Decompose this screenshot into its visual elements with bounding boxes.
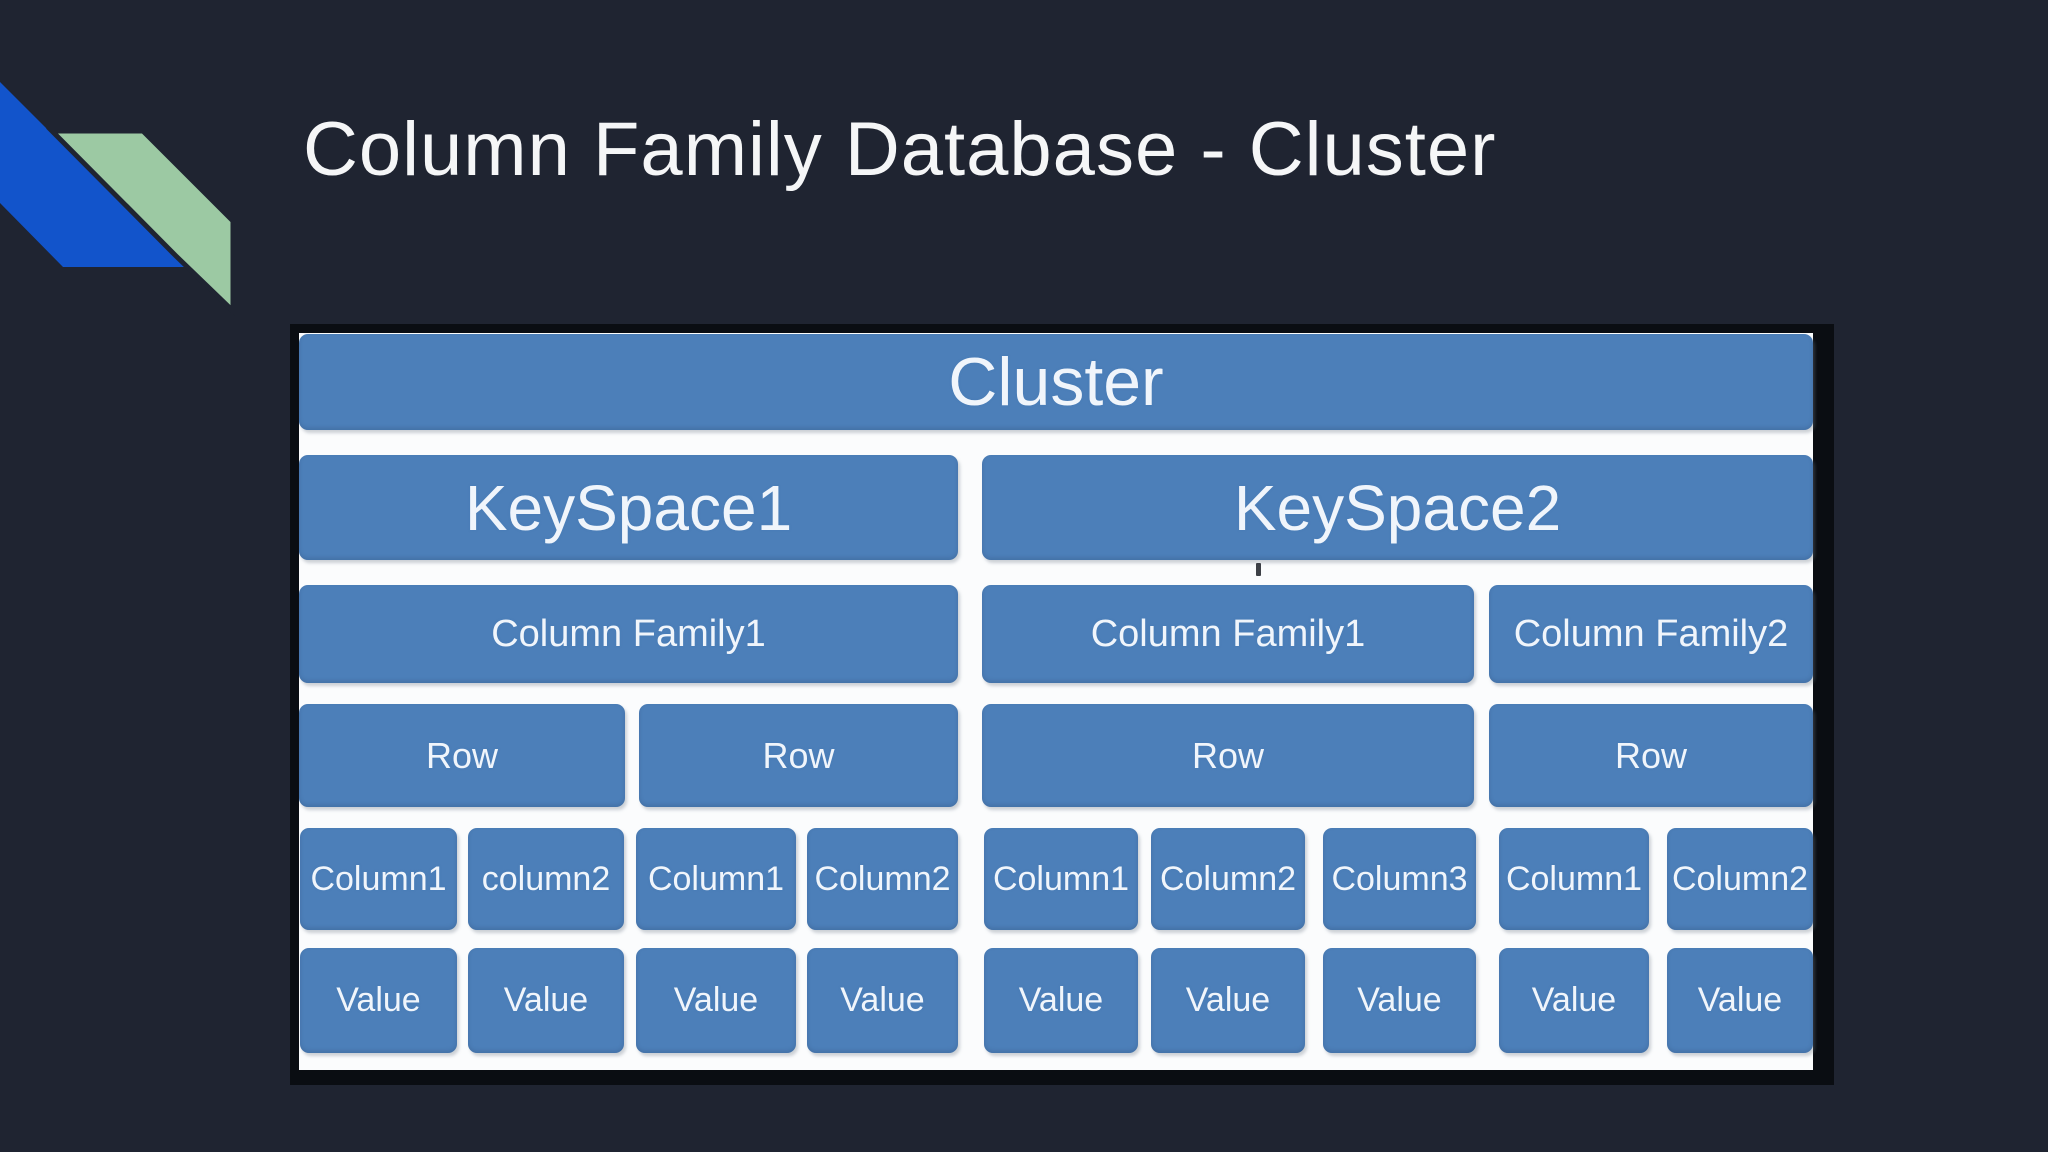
- value-box: Value: [636, 948, 796, 1053]
- row-box: Row: [299, 704, 625, 807]
- row-box: Row: [639, 704, 958, 807]
- column-family-box: Column Family2: [1489, 585, 1813, 683]
- corner-ribbon-green-icon: [45, 128, 236, 317]
- column-box: Column1: [300, 828, 457, 930]
- value-box: Value: [468, 948, 624, 1053]
- column-box: Column2: [1151, 828, 1305, 930]
- value-box: Value: [1151, 948, 1305, 1053]
- row-box: Row: [1489, 704, 1813, 807]
- value-box: Value: [1499, 948, 1649, 1053]
- column-box: column2: [468, 828, 624, 930]
- column-family-box: Column Family1: [299, 585, 958, 683]
- value-box: Value: [1667, 948, 1813, 1053]
- value-box: Value: [807, 948, 958, 1053]
- keyspace2-box: KeySpace2: [982, 455, 1813, 560]
- column-box: Column1: [984, 828, 1138, 930]
- column-box: Column1: [636, 828, 796, 930]
- keyspace1-box: KeySpace1: [299, 455, 958, 560]
- cluster-box: Cluster: [299, 334, 1813, 430]
- row-box: Row: [982, 704, 1474, 807]
- column-box: Column1: [1499, 828, 1649, 930]
- value-box: Value: [984, 948, 1138, 1053]
- value-box: Value: [1323, 948, 1476, 1053]
- diagram-canvas: Cluster KeySpace1 KeySpace2 Column Famil…: [299, 333, 1813, 1070]
- column-box: Column3: [1323, 828, 1476, 930]
- column-box: Column2: [1667, 828, 1813, 930]
- cluster-diagram: Cluster KeySpace1 KeySpace2 Column Famil…: [290, 324, 1834, 1085]
- stray-mark: [1256, 563, 1261, 576]
- column-family-box: Column Family1: [982, 585, 1474, 683]
- slide-title: Column Family Database - Cluster: [303, 107, 1497, 192]
- value-box: Value: [300, 948, 457, 1053]
- corner-decoration: [0, 82, 236, 317]
- column-box: Column2: [807, 828, 958, 930]
